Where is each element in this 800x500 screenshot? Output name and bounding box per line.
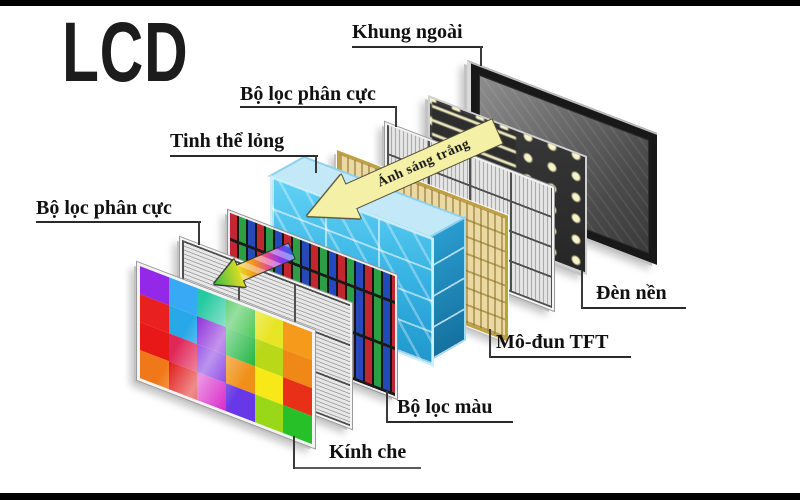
mosaic-tile <box>254 310 284 350</box>
letterbox-bottom-bar <box>0 493 800 500</box>
mosaic-tile <box>197 372 226 412</box>
mosaic-tile <box>140 266 169 306</box>
mosaic-tile <box>197 344 226 384</box>
label-tft-module: Mô-đun TFT <box>496 331 609 353</box>
mosaic-tile <box>140 294 169 334</box>
mosaic-tile <box>283 377 312 417</box>
mosaic-tile <box>168 277 198 317</box>
connector-cover-glass <box>293 436 295 469</box>
underline-rear-polarizer <box>240 106 397 108</box>
mosaic-tile <box>140 350 169 390</box>
liquid-crystal-side-face <box>430 215 466 361</box>
mosaic-tile <box>254 338 284 378</box>
underline-tft-module <box>489 356 631 358</box>
connector-color-filter <box>386 391 388 423</box>
mosaic-tile <box>140 322 169 362</box>
underline-cover-glass <box>293 467 421 469</box>
mosaic-tile <box>283 405 312 445</box>
label-backlight: Đèn nền <box>596 282 667 304</box>
underline-backlight <box>581 307 686 309</box>
underline-front-polarizer <box>36 221 201 223</box>
mosaic-tile <box>225 299 255 339</box>
connector-front-polarizer <box>198 221 200 245</box>
underline-color-filter <box>386 421 513 423</box>
connector-outer-frame <box>480 46 482 66</box>
mosaic-tile <box>254 366 284 406</box>
mosaic-tile <box>254 394 284 434</box>
connector-backlight <box>581 271 583 309</box>
label-outer-frame: Khung ngoài <box>352 21 463 43</box>
mosaic-tile <box>197 316 226 356</box>
label-rear-polarizer: Bộ lọc phân cực <box>240 83 376 105</box>
label-color-filter: Bộ lọc màu <box>397 396 493 418</box>
mosaic-tile <box>168 333 198 373</box>
mosaic-tile <box>168 305 198 345</box>
mosaic-tile <box>283 321 312 361</box>
diagram-title: LCD <box>62 5 189 99</box>
mosaic-tile <box>225 327 255 367</box>
connector-rear-polarizer <box>395 106 397 127</box>
connector-tft-module <box>489 329 491 358</box>
letterbox-top-bar <box>0 0 800 6</box>
mosaic-tile <box>283 349 312 389</box>
connector-liquid-crystal <box>315 155 317 173</box>
label-cover-glass: Kính che <box>329 441 407 463</box>
label-liquid-crystal: Tinh thể lỏng <box>170 130 285 152</box>
underline-outer-frame <box>352 46 483 48</box>
mosaic-tile <box>168 361 198 401</box>
mosaic-tile <box>225 355 255 395</box>
underline-liquid-crystal <box>170 155 318 157</box>
mosaic-tile <box>225 383 255 423</box>
label-front-polarizer: Bộ lọc phân cực <box>36 197 172 219</box>
